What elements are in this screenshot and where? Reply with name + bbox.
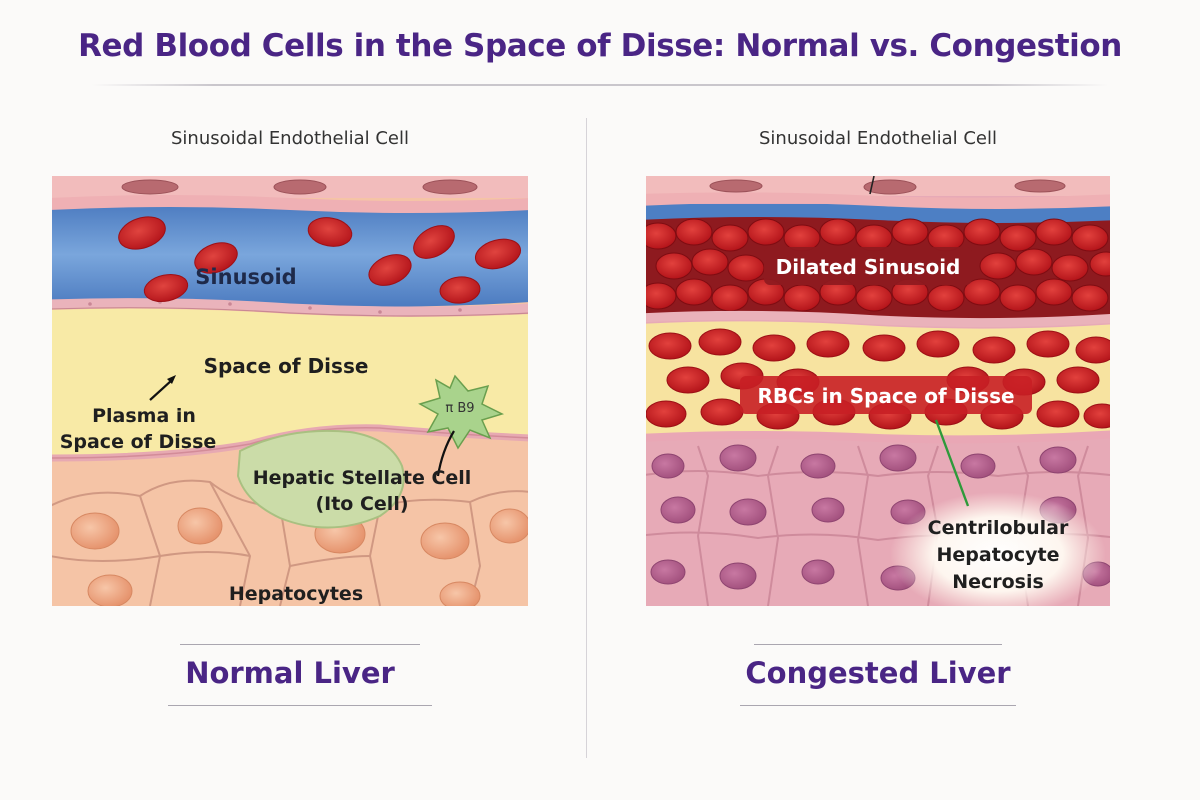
- panel-divider: [586, 118, 587, 758]
- normal-space-of-disse-label: Space of Disse: [204, 354, 369, 378]
- plasma-label-line2: Space of Disse: [60, 431, 217, 453]
- necrosis-label-line1: Centrilobular: [928, 517, 1069, 539]
- normal-caption-rule-top: [180, 644, 420, 645]
- title-divider: [92, 84, 1108, 86]
- normal-liver-caption: Normal Liver: [185, 656, 395, 690]
- congested-caption-rule-bottom: [740, 705, 1016, 706]
- plasma-label-line1: Plasma in: [92, 405, 196, 427]
- normal-liver-diagram: Sinusoid Space of Disse Plasma in Space …: [52, 176, 528, 606]
- normal-endothelial-label: Sinusoidal Endothelial Cell: [171, 128, 409, 149]
- congested-liver-diagram: Dilated Sinusoid RBCs in Space of Disse …: [646, 176, 1110, 606]
- congested-endothelial-label: Sinusoidal Endothelial Cell: [759, 128, 997, 149]
- normal-caption-rule-bottom: [168, 705, 432, 706]
- normal-sinusoid-label: Sinusoid: [195, 265, 296, 289]
- dilated-sinusoid-label: Dilated Sinusoid: [776, 255, 961, 279]
- necrosis-label-line3: Necrosis: [952, 571, 1044, 593]
- stellate-marker-text: π B9: [445, 401, 474, 416]
- stellate-label-line2: (Ito Cell): [315, 493, 408, 515]
- necrosis-label-line2: Hepatocyte: [937, 544, 1060, 566]
- page-title: Red Blood Cells in the Space of Disse: N…: [78, 28, 1122, 64]
- hepatocytes-label: Hepatocytes: [229, 583, 363, 605]
- congested-caption-rule-top: [754, 644, 1002, 645]
- rbcs-in-space-of-disse-label: RBCs in Space of Disse: [757, 384, 1014, 408]
- normal-liver-panel: Sinusoidal Endothelial Cell: [50, 110, 530, 720]
- stellate-label-line1: Hepatic Stellate Cell: [253, 467, 472, 489]
- congested-liver-caption: Congested Liver: [745, 656, 1011, 690]
- congested-liver-panel: Sinusoidal Endothelial Cell: [638, 110, 1118, 720]
